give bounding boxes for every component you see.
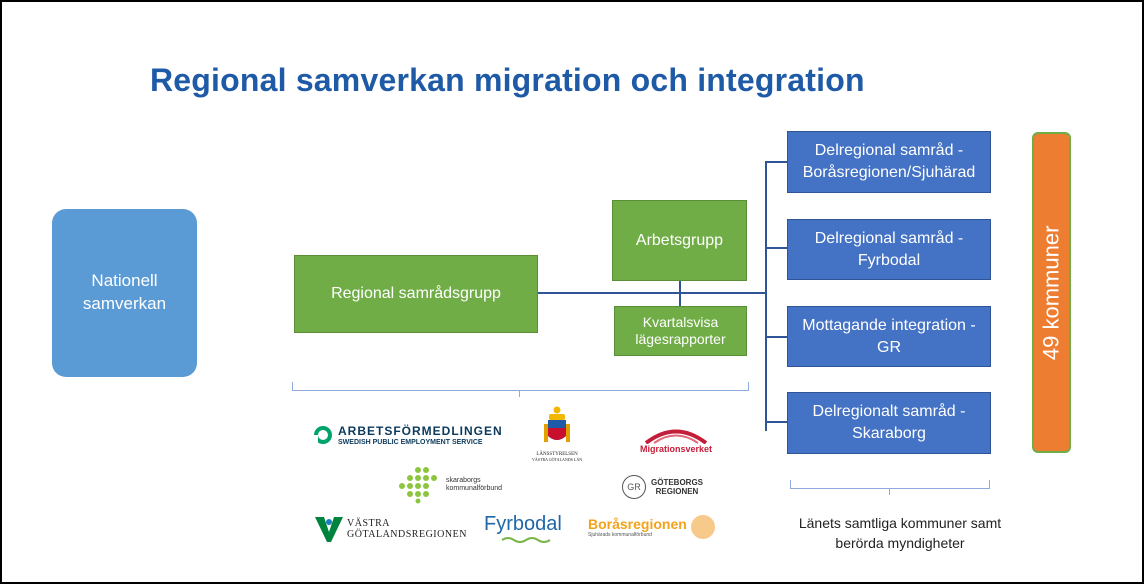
borasregionen-text: Boråsregionen bbox=[588, 515, 687, 532]
caption-text: Länets samtliga kommuner samt berörda my… bbox=[798, 515, 1002, 551]
delregional-fyrbodal-label: Delregional samråd - Fyrbodal bbox=[814, 229, 964, 269]
coat-of-arms-icon bbox=[544, 406, 571, 442]
borasregionen-sun-icon bbox=[690, 515, 715, 539]
connector-branch-3 bbox=[765, 336, 787, 338]
arbetsformedlingen-icon bbox=[312, 426, 332, 446]
nationell-samverkan-label: Nationell samverkan bbox=[82, 271, 167, 313]
arbetsformedlingen-subtext: SWEDISH PUBLIC EMPLOYMENT SERVICE bbox=[338, 438, 483, 446]
gr-mark: GR bbox=[627, 482, 641, 492]
goteborgsregionen-logo: GR GÖTEBORGS REGIONEN bbox=[622, 475, 703, 499]
regional-samradsgrupp-label: Regional samrådsgrupp bbox=[331, 285, 501, 303]
mottagande-integration-box: Mottagande integration - GR bbox=[787, 306, 991, 367]
mottagande-integration-label: Mottagande integration - GR bbox=[802, 316, 976, 356]
vgr-v-icon bbox=[315, 517, 343, 542]
delregional-skaraborg-label: Delregionalt samråd - Skaraborg bbox=[812, 403, 966, 442]
kvartalsvisa-box: Kvartalsvisa lägesrapporter bbox=[614, 306, 747, 356]
connector-vertical bbox=[765, 161, 767, 431]
gr-circle-icon: GR bbox=[622, 475, 646, 499]
delregional-skaraborg-box: Delregionalt samråd - Skaraborg bbox=[787, 392, 991, 454]
skaraborgs-dots-icon bbox=[399, 467, 437, 504]
fyrbodal-logo: Fyrbodal bbox=[484, 513, 570, 544]
arbetsformedlingen-text: ARBETSFÖRMEDLINGEN bbox=[338, 423, 503, 438]
lansstyrelsen-text: LÄNSSTYRELSEN bbox=[536, 452, 578, 457]
connector-arbetsgrupp bbox=[679, 281, 681, 293]
delregional-fyrbodal-box: Delregional samråd - Fyrbodal bbox=[787, 219, 991, 280]
goteborgsregionen-text: GÖTEBORGS REGIONEN bbox=[651, 477, 704, 496]
slide-title: Regional samverkan migration och integra… bbox=[150, 62, 865, 98]
delregional-boras-label: Delregional samråd - Boråsregionen/Sjuhä… bbox=[802, 142, 976, 181]
skaraborgs-text: skaraborgs kommunalförbund bbox=[446, 477, 503, 492]
skaraborgs-logo: skaraborgs kommunalförbund bbox=[398, 466, 503, 504]
bracket-left bbox=[292, 382, 749, 391]
lansstyrelsen-subtext: VÄSTRA GÖTALANDS LÄN bbox=[532, 457, 583, 462]
kvartalsvisa-label: Kvartalsvisa lägesrapporter bbox=[635, 313, 726, 348]
bracket-right bbox=[790, 480, 990, 489]
kommuner-box: 49 kommuner bbox=[1032, 132, 1071, 453]
arbetsformedlingen-logo: ARBETSFÖRMEDLINGEN SWEDISH PUBLIC EMPLOY… bbox=[312, 424, 503, 446]
bracket-right-tick bbox=[889, 488, 890, 495]
bracket-left-tick bbox=[519, 390, 520, 397]
borasregionen-subtext: Sjuhärads kommunalförbund bbox=[588, 531, 652, 538]
arbetsgrupp-box: Arbetsgrupp bbox=[612, 200, 747, 281]
vastra-gotalandsregionen-logo: VÄSTRA GÖTALANDSREGIONEN bbox=[314, 514, 497, 544]
borasregionen-logo: Boråsregionen Sjuhärads kommunalförbund bbox=[588, 515, 715, 539]
fyrbodal-wave-icon bbox=[501, 537, 551, 543]
lansstyrelsen-logo: LÄNSSTYRELSEN VÄSTRA GÖTALANDS LÄN bbox=[532, 406, 582, 462]
migrationsverket-logo: Migrationsverket bbox=[640, 426, 712, 454]
connector-kvartalsvisa bbox=[679, 293, 681, 306]
connector-branch-4 bbox=[765, 421, 787, 423]
nationell-samverkan-box: Nationell samverkan bbox=[52, 209, 197, 377]
arbetsgrupp-label: Arbetsgrupp bbox=[635, 231, 724, 249]
vastra-gotalandsregionen-text: VÄSTRA GÖTALANDSREGIONEN bbox=[347, 517, 467, 541]
kommuner-label: 49 kommuner bbox=[1038, 225, 1064, 360]
fyrbodal-text: Fyrbodal bbox=[484, 513, 562, 535]
migrationsverket-text: Migrationsverket bbox=[640, 444, 713, 454]
connector-main bbox=[538, 292, 766, 294]
regional-samradsgrupp-box: Regional samrådsgrupp bbox=[294, 255, 538, 333]
connector-branch-1 bbox=[765, 161, 787, 163]
migrationsverket-arc-icon bbox=[644, 429, 708, 444]
connector-branch-2 bbox=[765, 247, 787, 249]
delregional-boras-box: Delregional samråd - Boråsregionen/Sjuhä… bbox=[787, 131, 991, 193]
